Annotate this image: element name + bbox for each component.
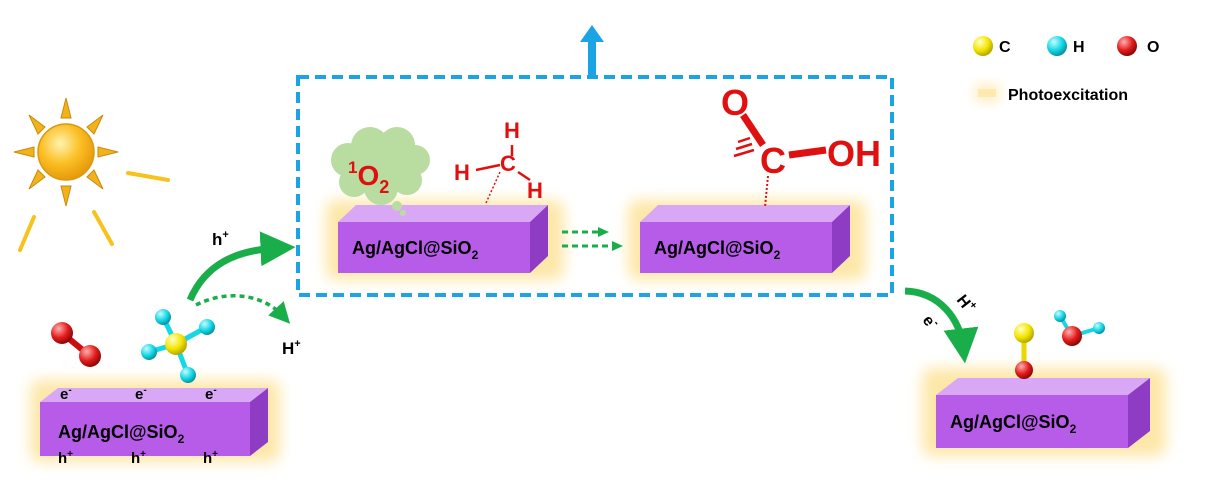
electron-label-2: e-: [135, 385, 147, 403]
legend-o-label: O: [1147, 39, 1159, 56]
h-plus-top-label: h+: [212, 229, 229, 249]
hole-transfer-arrow: [186, 231, 296, 302]
hole-label-1: h+: [58, 449, 73, 467]
methyl-h-right: H: [527, 178, 543, 203]
proton-release-arrow: [195, 294, 291, 324]
catalyst-block-middle-right: Ag/AgCl@SiO2: [628, 200, 866, 280]
catalyst-block-left: Ag/AgCl@SiO2 e- e- e- h+ h+ h+: [30, 380, 280, 467]
h-plus-bottom-label: H+: [282, 338, 301, 358]
right-h-plus-label: H+: [953, 290, 980, 316]
co-molecule-icon: [1014, 323, 1034, 379]
singlet-oxygen-cloud: 1O2: [331, 127, 430, 216]
o2-molecule-icon: [51, 322, 101, 367]
legend: C H O Photoexcitation: [973, 36, 1159, 104]
product-transfer-arrow: [904, 287, 979, 364]
methane-molecule-icon: [141, 309, 215, 383]
electron-label-1: e-: [60, 385, 72, 403]
hole-label-2: h+: [131, 449, 146, 467]
acid-o: O: [721, 82, 749, 123]
catalyst-label-middle-right: Ag/AgCl@SiO2: [654, 238, 781, 262]
legend-h-label: H: [1073, 39, 1085, 56]
water-molecule-icon: [1054, 310, 1105, 346]
catalyst-label-left: Ag/AgCl@SiO2: [58, 422, 185, 446]
catalyst-block-middle-left: Ag/AgCl@SiO2: [326, 200, 564, 280]
up-arrow-icon: [580, 25, 604, 76]
carboxylic-acid: O C OH: [721, 82, 881, 208]
right-e-minus-label: e-: [919, 311, 943, 333]
light-rays-icon: [18, 171, 170, 252]
electron-label-3: e-: [205, 385, 217, 403]
catalyst-label-middle-left: Ag/AgCl@SiO2: [352, 238, 479, 262]
methyl-h-top: H: [504, 118, 520, 143]
legend-c-label: C: [999, 39, 1011, 56]
carbon-legend-icon: [973, 36, 993, 56]
conversion-arrows: [562, 227, 623, 251]
catalyst-block-right: Ag/AgCl@SiO2: [922, 368, 1166, 456]
hydrogen-legend-icon: [1047, 36, 1067, 56]
sun-icon: [13, 97, 119, 207]
methyl-c: C: [500, 151, 516, 176]
hole-label-3: h+: [203, 449, 218, 467]
catalyst-label-right: Ag/AgCl@SiO2: [950, 412, 1077, 436]
methyl-radical: H H C H: [454, 118, 543, 204]
methyl-h-left: H: [454, 160, 470, 185]
legend-photoexcitation-label: Photoexcitation: [1008, 87, 1128, 104]
oxygen-legend-icon: [1117, 36, 1137, 56]
singlet-oxygen-label: 1O2: [348, 158, 389, 197]
acid-c: C: [760, 140, 786, 181]
acid-oh: OH: [827, 133, 881, 174]
reaction-frame: [296, 75, 894, 297]
